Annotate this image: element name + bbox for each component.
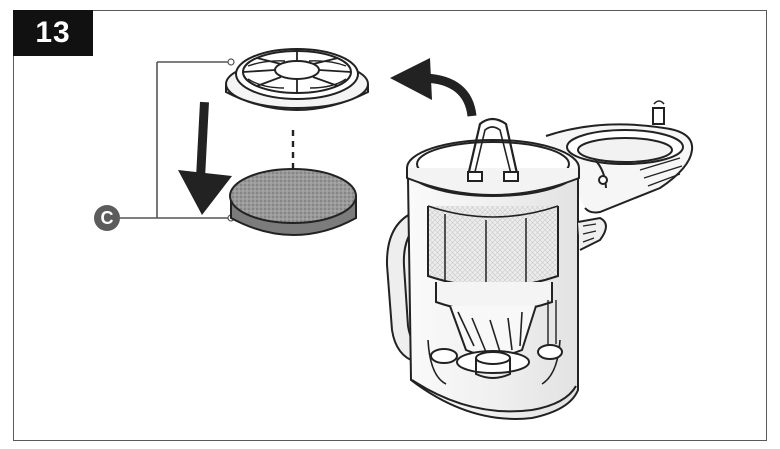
callout-c-label: C [94, 205, 120, 231]
filter-frame [225, 48, 369, 111]
down-arrow-icon [178, 101, 232, 215]
figure-frame [13, 10, 767, 441]
dust-bin [385, 100, 694, 420]
curved-arrow-icon [390, 58, 477, 117]
foam-filter [229, 168, 357, 236]
callout-bracket [120, 61, 231, 219]
step-number-badge: 13 [13, 10, 93, 56]
